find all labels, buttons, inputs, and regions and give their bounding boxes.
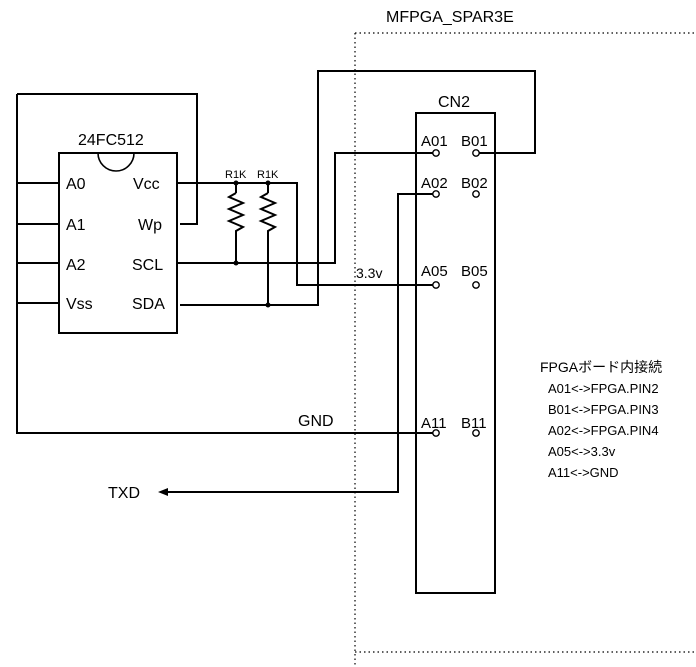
- eeprom-pin-wp: Wp: [138, 217, 162, 234]
- pin-a05: [432, 281, 440, 289]
- pin-b02: [472, 190, 480, 198]
- pin-label-b11: B11: [461, 415, 487, 432]
- notes-line-1: A01<->FPGA.PIN2: [548, 381, 659, 396]
- eeprom-notch: [97, 152, 135, 172]
- pin-label-a11: A11: [421, 415, 447, 432]
- txd-arrowhead: [158, 488, 168, 496]
- eeprom-pin-a2: A2: [66, 257, 86, 274]
- pin-label-b02: B02: [461, 175, 488, 192]
- pin-label-a05: A05: [421, 263, 448, 280]
- resistor-label-1: R1K: [225, 169, 247, 181]
- eeprom-chip-body: [58, 152, 178, 334]
- net-label-txd: TXD: [108, 485, 140, 502]
- fpga-board-boundary: [354, 32, 696, 667]
- eeprom-pin-a1: A1: [66, 217, 86, 234]
- pin-b11: [472, 429, 480, 437]
- notes-line-3: A02<->FPGA.PIN4: [548, 423, 659, 438]
- eeprom-pin-vcc: Vcc: [133, 176, 160, 193]
- wire-a02-to-txd: [166, 193, 436, 493]
- eeprom-part-number: 24FC512: [78, 132, 144, 149]
- pin-label-b05: B05: [461, 263, 488, 280]
- resistor-r1: [226, 192, 246, 263]
- net-label-3v3: 3.3v: [356, 265, 382, 281]
- resistor-r2: [258, 192, 278, 305]
- resistor-label-2: R1K: [257, 169, 279, 181]
- connector-name: CN2: [438, 94, 470, 111]
- notes-line-2: B01<->FPGA.PIN3: [548, 402, 659, 417]
- eeprom-pin-a0: A0: [66, 176, 86, 193]
- eeprom-pin-vss: Vss: [66, 296, 93, 313]
- pin-a02: [432, 190, 440, 198]
- wire-gnd-bus: [16, 94, 436, 434]
- pin-b05: [472, 281, 480, 289]
- notes-title: FPGAボード内接続: [540, 359, 662, 375]
- pin-a01: [432, 149, 440, 157]
- eeprom-pin-scl: SCL: [132, 257, 163, 274]
- junction-sda: [265, 302, 271, 308]
- pin-label-a01: A01: [421, 133, 448, 150]
- eeprom-pin-sda: SDA: [132, 296, 165, 313]
- pin-label-b01: B01: [461, 133, 488, 150]
- notes-line-4: A05<->3.3v: [548, 444, 616, 459]
- wire-top-loop: [17, 93, 198, 225]
- fpga-board-title: MFPGA_SPAR3E: [386, 9, 514, 26]
- pin-label-a02: A02: [421, 175, 448, 192]
- wire-wp-to-b01: [180, 70, 536, 306]
- wire-scl-to-a01: [177, 152, 436, 264]
- pin-a11: [432, 429, 440, 437]
- net-label-gnd: GND: [298, 413, 334, 430]
- notes-line-5: A11<->GND: [548, 465, 619, 480]
- junction-r2-top: [265, 180, 271, 186]
- pin-b01: [472, 149, 480, 157]
- junction-r1-top: [233, 180, 239, 186]
- connection-notes: FPGAボード内接続 A01<->FPGA.PIN2 B01<->FPGA.PI…: [540, 359, 662, 480]
